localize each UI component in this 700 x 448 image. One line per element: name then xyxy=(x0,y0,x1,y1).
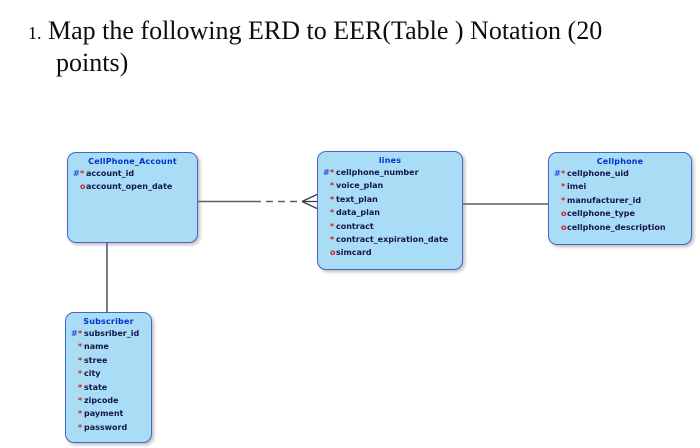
hash-key-icon: # xyxy=(323,168,330,177)
optional-o-icon: o xyxy=(330,248,336,258)
question-number: 1. xyxy=(28,23,42,43)
attribute-row: # * subsriber_id xyxy=(71,329,151,342)
attribute-row: * voice_plan xyxy=(323,181,462,194)
attribute-name: manufacturer_id xyxy=(567,195,642,205)
attribute-row: * data_plan xyxy=(323,208,462,221)
required-asterisk-icon: * xyxy=(561,169,566,178)
required-asterisk-icon: * xyxy=(330,221,335,231)
required-asterisk-icon: * xyxy=(78,422,83,432)
attribute-name: zipcode xyxy=(84,395,119,405)
attribute-name: account_open_date xyxy=(86,182,173,192)
required-asterisk-icon: * xyxy=(561,182,566,192)
attribute-name: voice_plan xyxy=(336,181,384,191)
attribute-name: text_plan xyxy=(336,194,378,204)
entity-title: Cellphone xyxy=(596,157,644,166)
attribute-name: cellphone_uid xyxy=(567,169,629,178)
attribute-row: o simcard xyxy=(323,248,462,261)
required-asterisk-icon: * xyxy=(78,382,83,392)
question-text: Map the following ERD to EER(Table ) Not… xyxy=(48,16,603,45)
required-asterisk-icon: * xyxy=(561,195,566,205)
attribute-row: * manufacturer_id xyxy=(554,196,691,209)
entity-title: CellPhone_Account xyxy=(88,157,177,166)
relationship-account-lines xyxy=(198,193,318,210)
attribute-row: o cellphone_type xyxy=(554,209,691,222)
required-asterisk-icon: * xyxy=(78,409,83,419)
required-asterisk-icon: * xyxy=(330,208,335,218)
attribute-row: * name xyxy=(71,342,151,355)
required-asterisk-icon: * xyxy=(78,342,83,352)
entity-cellphone: Cellphone # * cellphone_uid * imei * man… xyxy=(548,152,692,245)
required-asterisk-icon: * xyxy=(330,181,335,191)
attribute-row: * payment xyxy=(71,409,151,422)
attribute-row: * contract_expiration_date xyxy=(323,235,462,248)
attribute-row: # * cellphone_number xyxy=(323,168,462,181)
required-asterisk-icon: * xyxy=(78,355,83,365)
required-asterisk-icon: * xyxy=(78,329,83,338)
attribute-name: simcard xyxy=(336,248,372,258)
hash-key-icon: # xyxy=(554,169,561,178)
attribute-name: password xyxy=(84,422,128,432)
required-asterisk-icon: * xyxy=(80,169,85,178)
entity-lines: lines # * cellphone_number * voice_plan … xyxy=(317,151,463,270)
hash-key-icon: # xyxy=(71,329,78,338)
required-asterisk-icon: * xyxy=(330,194,335,204)
attribute-name: account_id xyxy=(86,169,135,178)
attribute-row: * password xyxy=(71,423,151,436)
attribute-list: # * cellphone_number * voice_plan * text… xyxy=(318,168,462,262)
required-asterisk-icon: * xyxy=(78,369,83,379)
attribute-name: stree xyxy=(84,355,108,365)
required-asterisk-icon: * xyxy=(330,234,335,244)
attribute-row: * stree xyxy=(71,356,151,369)
attribute-row: * zipcode xyxy=(71,396,151,409)
attribute-row: * city xyxy=(71,369,151,382)
attribute-name: cellphone_type xyxy=(567,209,635,219)
entity-title: Subscriber xyxy=(83,317,134,326)
attribute-name: payment xyxy=(84,409,124,419)
attribute-row: # * cellphone_uid xyxy=(554,169,691,182)
attribute-row: * state xyxy=(71,383,151,396)
attribute-name: cellphone_description xyxy=(567,222,666,232)
required-asterisk-icon: * xyxy=(330,168,335,177)
attribute-name: subsriber_id xyxy=(84,329,140,338)
required-asterisk-icon: * xyxy=(78,395,83,405)
attribute-list: # * cellphone_uid * imei * manufacturer_… xyxy=(549,169,691,236)
optional-o-icon: o xyxy=(561,222,567,232)
optional-o-icon: o xyxy=(561,209,567,219)
attribute-row: o account_open_date xyxy=(73,182,197,195)
attribute-name: contract xyxy=(336,221,374,231)
entity-subscriber: Subscriber # * subsriber_id * name * str… xyxy=(65,312,152,443)
entity-cellphone-account: CellPhone_Account # * account_id o accou… xyxy=(67,152,198,243)
question-heading-line2: points) xyxy=(56,48,129,77)
attribute-row: # * account_id xyxy=(73,169,197,182)
crow-foot-many-icon xyxy=(301,193,318,210)
question-heading-line1: 1. Map the following ERD to EER(Table ) … xyxy=(28,16,602,46)
entity-title: lines xyxy=(378,156,402,165)
hash-key-icon: # xyxy=(73,169,80,178)
attribute-name: name xyxy=(84,342,109,352)
attribute-name: state xyxy=(84,382,108,392)
attribute-row: * imei xyxy=(554,182,691,195)
attribute-name: data_plan xyxy=(336,208,380,218)
attribute-name: cellphone_number xyxy=(336,168,419,177)
attribute-row: * text_plan xyxy=(323,195,462,208)
attribute-name: imei xyxy=(567,182,587,192)
attribute-name: city xyxy=(84,369,101,379)
attribute-name: contract_expiration_date xyxy=(336,234,449,244)
attribute-row: * contract xyxy=(323,222,462,235)
attribute-list: # * subsriber_id * name * stree * city xyxy=(66,329,151,436)
attribute-list: # * account_id o account_open_date xyxy=(68,169,197,196)
optional-o-icon: o xyxy=(80,182,86,192)
attribute-row: o cellphone_description xyxy=(554,223,691,236)
